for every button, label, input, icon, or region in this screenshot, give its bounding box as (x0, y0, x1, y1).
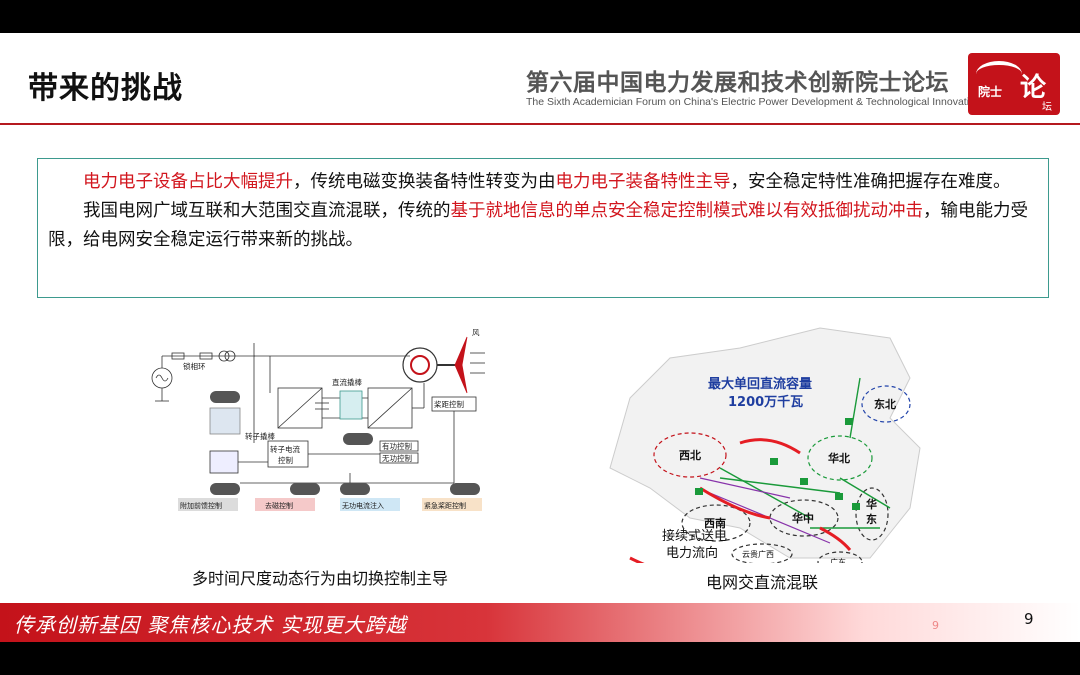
logo-text-tail: 坛 (1042, 102, 1052, 113)
forum-logo: 院士 论 坛 (968, 53, 1060, 115)
challenge-textbox: 电力电子设备占比大幅提升，传统电磁变换装备特性转变为由电力电子装备特性主导，安全… (37, 158, 1049, 298)
region-central: 华中 (792, 511, 814, 525)
p1-mid: ，传统电磁变换装备特性转变为由 (293, 172, 556, 192)
region-guangdong: 广东 (830, 557, 846, 563)
page-title: 带来的挑战 (28, 71, 183, 106)
logo-swirl (976, 61, 1022, 87)
region-east-1: 华 (866, 497, 877, 511)
region-northeast: 东北 (874, 397, 896, 411)
page-number: 9 (1024, 610, 1034, 628)
capacity-line-1: 最大单回直流容量 (708, 376, 812, 392)
label-dc-crowbar: 直流撬棒 (332, 377, 362, 387)
label-feedforward: 附加前馈控制 (180, 501, 222, 510)
paragraph-2: 我国电网广域互联和大范围交直流混联，传统的基于就地信息的单点安全稳定控制模式难以… (48, 197, 1038, 255)
footer-faint-number: 9 (932, 619, 939, 632)
capacity-line-2: 1200万千瓦 (728, 394, 803, 410)
p2-start: 我国电网广域互联和大范围交直流混联，传统的 (83, 201, 451, 221)
label-pitch: 桨距控制 (434, 399, 464, 409)
p1-highlight-2: 电力电子装备特性主导 (555, 172, 731, 192)
header-divider (0, 123, 1080, 125)
label-reactive-inject: 无功电流注入 (342, 501, 384, 510)
dfig-control-diagram: 锁相环 直流撬棒 转子撬棒 桨距控制 风 转子电流 控制 有功控制 无功控制 附… (151, 328, 485, 511)
region-southwest: 西南 (704, 516, 726, 530)
left-figure-caption: 多时间尺度动态行为由切换控制主导 (192, 569, 449, 588)
right-figure-caption: 电网交直流混联 (706, 573, 819, 592)
paragraph-1: 电力电子设备占比大幅提升，传统电磁变换装备特性转变为由电力电子装备特性主导，安全… (48, 168, 1038, 197)
region-northwest: 西北 (679, 448, 701, 462)
footer-banner: 传承创新基因 聚焦核心技术 实现更大跨越 9 (0, 603, 1080, 642)
footer-slogan: 传承创新基因 聚焦核心技术 实现更大跨越 (14, 613, 407, 637)
label-pll: 锁相环 (183, 361, 206, 371)
label-rotor-current: 转子电流 (270, 444, 300, 454)
legend-line-2: 电力流向 (666, 546, 719, 561)
region-east-2: 东 (866, 512, 877, 526)
p1-highlight-1: 电力电子设备占比大幅提升 (83, 172, 293, 192)
legend-line-1: 接续式送电 (662, 529, 728, 544)
forum-title-cn: 第六届中国电力发展和技术创新院士论坛 (526, 70, 949, 96)
label-rotor-crowbar: 转子撬棒 (245, 431, 275, 441)
logo-text-big: 论 (1020, 73, 1047, 103)
p1-end: ，安全稳定特性准确把握存在难度。 (730, 172, 1011, 192)
region-north: 华北 (828, 451, 850, 465)
slide: 带来的挑战 第六届中国电力发展和技术创新院士论坛 The Sixth Acade… (0, 33, 1080, 642)
label-demag: 去磁控制 (265, 501, 293, 510)
label-active: 有功控制 (382, 441, 412, 451)
grid-map: 西北 华北 东北 西南 华中 华 东 云贵广西 广东 最大单回直流容量 1200… (609, 327, 921, 563)
region-yunguiguangxi: 云贵广西 (742, 549, 774, 559)
forum-title-en: The Sixth Academician Forum on China's E… (526, 96, 981, 108)
label-control: 控制 (278, 455, 293, 465)
p2-end: ，输电能力受限，给电网安全稳定运行带来新的挑战。 (48, 201, 1028, 250)
logo-text-small: 院士 (978, 85, 1003, 99)
label-reactive: 无功控制 (382, 453, 412, 463)
label-wind: 风 (472, 328, 480, 337)
p2-highlight: 基于就地信息的单点安全稳定控制模式难以有效抵御扰动冲击 (450, 201, 924, 221)
label-emergency-pitch: 紧急桨距控制 (424, 501, 466, 510)
